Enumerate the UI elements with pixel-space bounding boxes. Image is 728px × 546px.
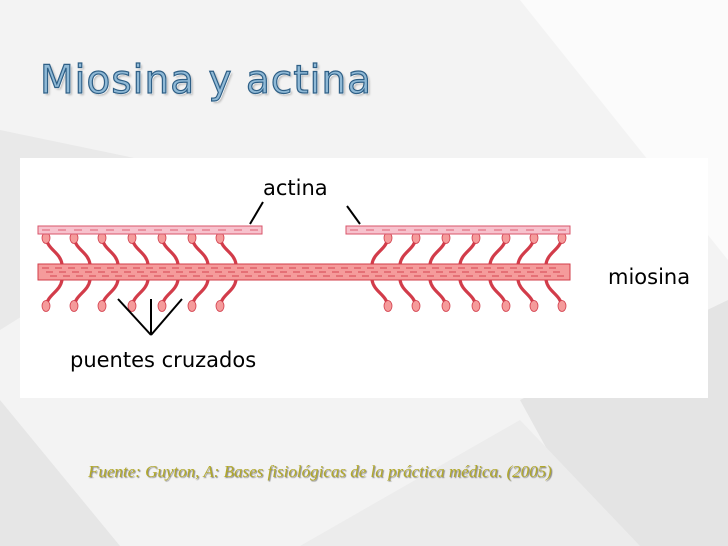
source-citation: Fuente: Guyton, A: Bases fisiológicas de… xyxy=(88,462,552,481)
actin-filament-left xyxy=(37,225,263,235)
myosin-head xyxy=(529,300,539,312)
actina-pointer-left xyxy=(249,201,264,225)
puentes-pointer-1 xyxy=(117,298,152,336)
myosin-head xyxy=(187,300,197,312)
myosin-head xyxy=(127,300,137,312)
myosin-head xyxy=(411,300,421,312)
cross-bridges xyxy=(41,232,567,312)
actina-pointer-right xyxy=(346,205,361,225)
myosin-head xyxy=(441,300,451,312)
myosin-head xyxy=(471,300,481,312)
puentes-cruzados-label: puentes cruzados xyxy=(70,348,257,372)
myosin-head xyxy=(557,300,567,312)
myosin-head xyxy=(157,300,167,312)
myosin-head xyxy=(383,300,393,312)
myosin-head xyxy=(215,300,225,312)
myosin-head xyxy=(41,300,51,312)
diagram-panel: actina miosina puentes cruzados xyxy=(20,158,708,398)
sarcomere-diagram xyxy=(37,201,571,336)
miosina-label: miosina xyxy=(608,265,691,289)
slide-title: Miosina y actina xyxy=(39,57,373,103)
puentes-pointer-3 xyxy=(150,298,183,336)
myosin-head xyxy=(501,300,511,312)
actina-label: actina xyxy=(263,176,328,200)
myosin-head xyxy=(97,300,107,312)
filament-texture xyxy=(42,229,566,277)
myosin-head xyxy=(69,300,79,312)
actin-filament-right xyxy=(345,225,571,235)
